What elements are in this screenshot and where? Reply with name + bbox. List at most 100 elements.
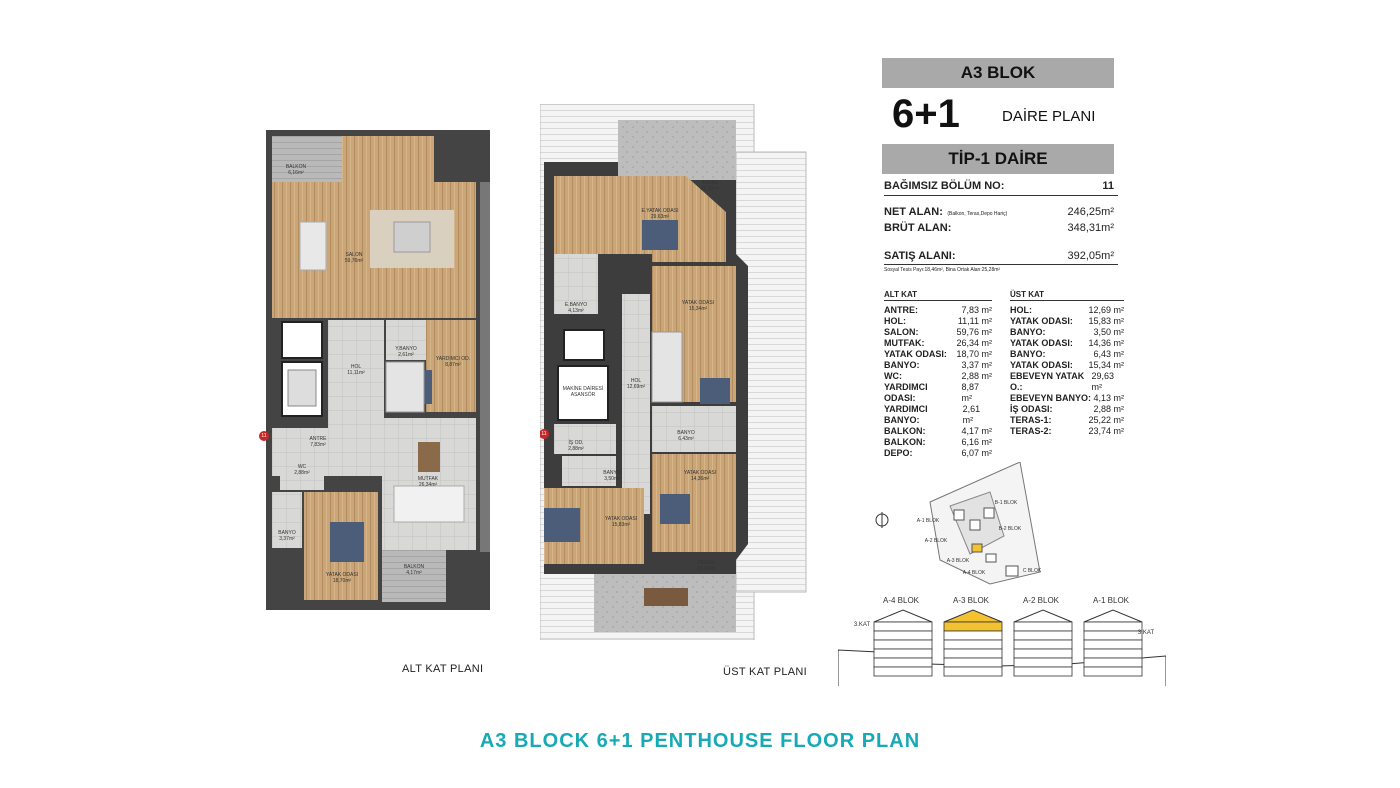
lower_floor-room-name: BALKON: [884, 426, 926, 436]
footer-caption: A3 BLOCK 6+1 PENTHOUSE FLOOR PLAN [479, 730, 921, 752]
lower_floor-room-name: HOL: [884, 316, 906, 326]
upper_floor-row: YATAK ODASI:14,36 m² [1010, 338, 1124, 349]
lower_floor-row: MUTFAK:26,34 m² [884, 338, 992, 349]
room-label-yatak: YATAK ODASI 18,70m² [325, 572, 359, 584]
lower-floor-heading: ALT KAT [884, 290, 918, 299]
room-label-wc: WC 2,88m² [294, 464, 310, 476]
room-label-makine: MAKİNE DAİRESİ ASANSÖR [562, 386, 604, 398]
upper_floor-row: YATAK ODASI: 15,34 m² [1010, 360, 1124, 371]
plan-word: DAİRE PLANI [1002, 108, 1096, 125]
elevation-block-a1: A-1 BLOK [1092, 596, 1129, 605]
upper_floor-room-name: YATAK ODASI: [1010, 316, 1073, 326]
room-label-banyo-1: BANYO 6,43m² [677, 430, 695, 442]
site-label-b2: B-2 BLOK [998, 526, 1022, 532]
lower_floor-room-area: 2,61 m² [962, 404, 981, 425]
upper_floor-room-area: 25,22 m² [1088, 415, 1124, 425]
upper-floor-drawing [539, 103, 807, 641]
net-label: NET ALAN: [884, 206, 943, 218]
room-label-yardimci: YARDIMCI OD. 8,87m² [435, 356, 471, 368]
sale-value: 392,05m² [1067, 250, 1114, 262]
site-label-b1: B-1 BLOK [994, 500, 1018, 506]
lower_floor-row: WC: 2,88 m² [884, 371, 992, 382]
upper_floor-room-name: EBEVEYN YATAK O.: [1010, 371, 1085, 392]
elevation-drawing [837, 609, 1167, 686]
lower_floor-room-area: 4,17 m² [961, 426, 992, 436]
upper_floor-room-name: TERAS-1: [1010, 415, 1052, 425]
lower_floor-room-area: 7,83 m² [961, 305, 992, 315]
lower_floor-row: BANYO:3,37 m² [884, 360, 992, 371]
upper_floor-room-area: 15,34 m² [1088, 360, 1124, 370]
lower_floor-room-area: 2,88 m² [961, 371, 992, 381]
lower_floor-room-area: 11,11 m² [957, 316, 992, 326]
unit-no-value: 11 [1102, 180, 1114, 192]
lower-floor-drawing [259, 130, 490, 610]
upper_floor-row: BANYO:6,43 m² [1010, 349, 1124, 360]
upper_floor-row: HOL:12,69 m² [1010, 305, 1124, 316]
upper_floor-room-name: YATAK ODASI: [1010, 360, 1073, 370]
upper_floor-room-name: YATAK ODASI: [1010, 338, 1073, 348]
elevation-block-a3: A-3 BLOK [952, 596, 989, 605]
lower_floor-room-area: 8,87 m² [961, 382, 980, 403]
upper_floor-row: EBEVEYN YATAK O.: 29,63 m² [1010, 371, 1124, 393]
type-title-band: TİP-1 DAİRE [882, 144, 1114, 174]
site-map-drawing [875, 461, 1041, 585]
lower_floor-room-name: YARDIMCI ODASI: [884, 382, 928, 403]
elevation-building [873, 609, 933, 677]
room-label-e-yatak: E.YATAK ODASI 29,63m² [641, 208, 679, 220]
upper_floor-room-name: İŞ ODASI: [1010, 404, 1053, 414]
room-label-e-banyo: E.BANYO 4,13m² [564, 302, 588, 314]
net-note: (Balkon, Teras,Depo Hariç) [947, 211, 1008, 217]
lower_floor-room-area: 6,07 m² [961, 448, 992, 458]
site-label-a3: A-3 BLOK [946, 558, 970, 564]
entry-marker-upper: 11 [541, 431, 547, 437]
upper_floor-row: YATAK ODASI:15,83 m² [1010, 316, 1124, 327]
site-map: A-1 BLOK A-2 BLOK A-3 BLOK A-4 BLOK B-1 … [870, 461, 1050, 592]
elevation-building [1013, 609, 1073, 677]
room-label-mutfak: MUTFAK 26,34m² [417, 476, 439, 488]
gross-value: 348,31m² [1067, 222, 1114, 234]
upper_floor-row: İŞ ODASI: 2,88 m² [1010, 404, 1124, 415]
upper_floor-row: TERAS-1: 25,22 m² [1010, 415, 1124, 426]
upper_floor-room-area: 2,88 m² [1093, 404, 1124, 414]
room-label-yatak-1: YATAK ODASI 15,34m² [681, 300, 715, 312]
lower_floor-row: HOL: 11,11 m² [884, 316, 992, 327]
lower_floor-row: YATAK ODASI: 18,70 m² [884, 349, 992, 360]
lower_floor-room-area: 18,70 m² [956, 349, 992, 359]
upper_floor-room-name: BANYO: [1010, 327, 1046, 337]
room-label-banyo: BANYO 3,37m² [278, 530, 296, 542]
lower_floor-room-area: 6,16 m² [961, 437, 992, 447]
unit-no-label: BAĞIMSIZ BÖLÜM NO: [884, 180, 1005, 192]
lower_floor-room-name: ANTRE: [884, 305, 918, 315]
upper_floor-room-area: 12,69 m² [1088, 305, 1124, 315]
upper_floor-room-area: 29,63 m² [1091, 371, 1115, 392]
summary-footnote: Sosyal Tesis Payı:18,46m², Bina Ortak Al… [884, 267, 1001, 273]
room-label-balkon-2: BALKON 4,17m² [403, 564, 425, 576]
lower_floor-room-name: YATAK ODASI: [884, 349, 947, 359]
lower_floor-room-name: MUTFAK: [884, 338, 925, 348]
upper_floor-room-name: EBEVEYN BANYO: [1010, 393, 1092, 403]
room-label-is-odasi: İŞ OD. 2,88m² [568, 440, 584, 452]
site-label-a4: A-4 BLOK [962, 570, 986, 576]
elevation-building [943, 609, 1003, 677]
room-label-y-banyo: Y.BANYO 2,61m² [395, 346, 417, 358]
lower_floor-room-name: DEPO: [884, 448, 913, 458]
room-label-teras-2: TERAS 23,74m² [696, 560, 716, 572]
upper_floor-room-name: TERAS-2: [1010, 426, 1052, 436]
block-title-band: A3 BLOK [882, 58, 1114, 88]
net-value: 246,25m² [1067, 206, 1114, 218]
upper_floor-room-area: 23,74 m² [1088, 426, 1124, 436]
lower_floor-room-name: WC: [884, 371, 902, 381]
room-label-antre: ANTRE 7,83m² [309, 436, 327, 448]
room-label-balkon-1: BALKON 6,16m² [285, 164, 307, 176]
upper_floor-row: EBEVEYN BANYO:4,13 m² [1010, 393, 1124, 404]
room-label-yatak-2: YATAK ODASI 14,36m² [683, 470, 717, 482]
elevation-floor-right: 3.KAT [1137, 630, 1155, 636]
upper_floor-row: TERAS-2: 23,74 m² [1010, 426, 1124, 437]
site-label-c: C BLOK [1022, 568, 1042, 574]
lower_floor-room-area: 59,76 m² [956, 327, 992, 337]
elevation-floor-left: 3.KAT [853, 622, 871, 628]
lower_floor-row: YARDIMCI BANYO:2,61 m² [884, 404, 992, 426]
lower_floor-row: ANTRE: 7,83 m² [884, 305, 992, 316]
